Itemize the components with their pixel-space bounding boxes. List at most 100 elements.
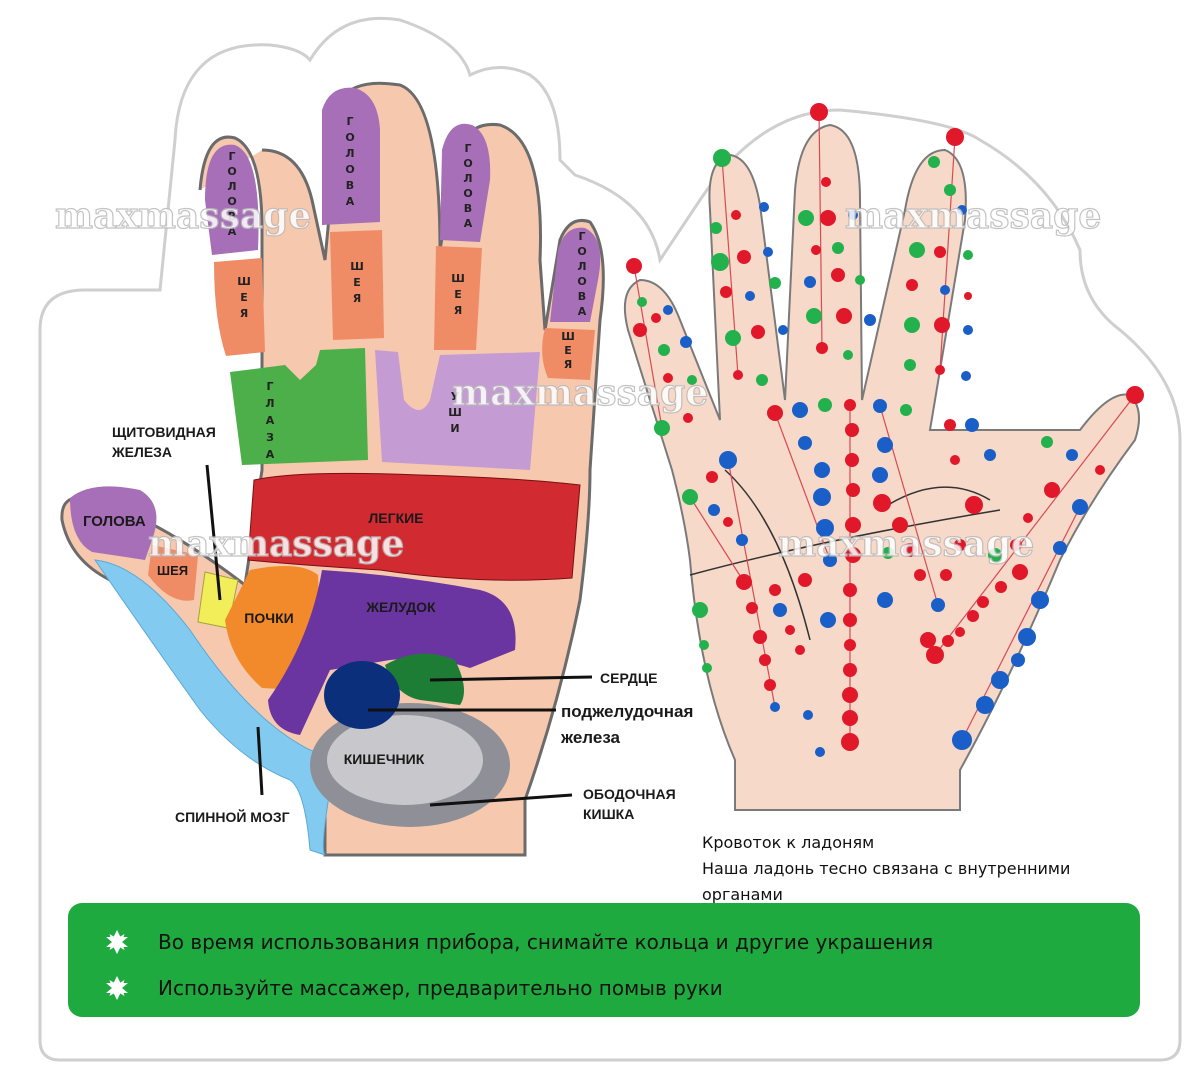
meridian-line bbox=[934, 394, 1136, 656]
colon-label-2: КИШКА bbox=[583, 806, 634, 822]
instruction-text: Во время использования прибора, снимайте… bbox=[158, 930, 934, 954]
acupoint-dot bbox=[942, 635, 954, 647]
watermark: maxmassage bbox=[778, 523, 1034, 565]
acupoint-dot bbox=[711, 253, 729, 271]
acupoint-dot bbox=[821, 177, 831, 187]
acupoint-dot bbox=[906, 279, 918, 291]
right-hand bbox=[624, 103, 1144, 811]
thyroid-label-1: ЩИТОВИДНАЯ bbox=[112, 424, 216, 440]
lungs-zone bbox=[247, 472, 581, 581]
stomach-label: ЖЕЛУДОК bbox=[365, 599, 436, 615]
acupoint-dot bbox=[804, 276, 816, 288]
acupoint-dot bbox=[736, 574, 752, 590]
acupoint-dot bbox=[957, 205, 967, 215]
acupoint-dot bbox=[846, 483, 860, 497]
acupoint-dot bbox=[965, 496, 983, 514]
acupoint-dot bbox=[683, 413, 693, 423]
acupoint-dot bbox=[877, 592, 893, 608]
acupoint-dot bbox=[844, 639, 856, 651]
acupoint-dot bbox=[751, 325, 765, 339]
acupoint-dot bbox=[892, 517, 908, 533]
acupoint-dot bbox=[803, 710, 813, 720]
acupoint-dot bbox=[836, 308, 852, 324]
acupoint-dot bbox=[1023, 513, 1033, 523]
acupoint-dot bbox=[843, 613, 857, 627]
palm-crease bbox=[879, 486, 991, 511]
acupoint-dot bbox=[769, 277, 781, 289]
left-hand: ГОЛОВА ШЕЯ ЛЕГКИЕ ПОЧКИ ЖЕЛУДОК КИШЕЧНИК… bbox=[60, 81, 693, 857]
acupoint-dot bbox=[731, 210, 741, 220]
ring-ears-zone bbox=[375, 350, 540, 470]
palm-crease bbox=[724, 469, 811, 641]
middle-head-zone bbox=[322, 87, 380, 225]
thumb-head-zone bbox=[70, 486, 157, 560]
acupoint-dot bbox=[823, 553, 837, 567]
acupoint-dot bbox=[763, 247, 773, 257]
meridian-line bbox=[633, 265, 663, 429]
acupoint-dot bbox=[940, 569, 952, 581]
acupoint-dot bbox=[785, 625, 795, 635]
acupoint-dot bbox=[816, 519, 834, 537]
acupoint-dot bbox=[967, 610, 979, 622]
acupoint-dot bbox=[845, 547, 861, 563]
acupoint-dot bbox=[719, 451, 737, 469]
acupoint-dot bbox=[909, 242, 925, 258]
thumb-neck-zone bbox=[148, 545, 198, 601]
middle-neck-zone bbox=[330, 230, 384, 340]
acupoint-dot bbox=[977, 596, 989, 608]
star-icon bbox=[106, 976, 128, 1000]
heart-zone bbox=[385, 653, 464, 705]
acupoint-dot bbox=[965, 418, 979, 432]
acupoint-dot bbox=[843, 583, 857, 597]
spine-label: СПИННОЙ МОЗГ bbox=[175, 808, 290, 825]
acupoint-dot bbox=[855, 275, 865, 285]
acupoint-dot bbox=[811, 245, 821, 255]
watermark: maxmassage bbox=[55, 195, 311, 237]
acupoint-dot bbox=[753, 630, 767, 644]
acupoint-dot bbox=[963, 250, 973, 260]
acupoint-dot bbox=[626, 258, 642, 274]
acupoint-dot bbox=[845, 453, 859, 467]
index-head-zone bbox=[205, 144, 259, 255]
acupoint-dot bbox=[663, 373, 673, 383]
acupoint-dot bbox=[1011, 653, 1025, 667]
acupoint-dot bbox=[682, 489, 698, 505]
acupoint-dot bbox=[725, 330, 741, 346]
acupoint-dot bbox=[944, 419, 956, 431]
little-neck-zone bbox=[542, 328, 595, 380]
acupoint-dot bbox=[976, 696, 994, 714]
acupoint-dot bbox=[818, 398, 832, 412]
acupoint-dot bbox=[687, 375, 697, 385]
acupoint-dot bbox=[737, 250, 751, 264]
acupoint-dot bbox=[773, 603, 787, 617]
acupoint-dot bbox=[680, 336, 692, 348]
intestine-zone bbox=[327, 715, 483, 805]
little-head-zone bbox=[550, 227, 601, 322]
acupoint-dot bbox=[903, 543, 917, 557]
instructions-banner: Во время использования прибора, снимайте… bbox=[68, 903, 1140, 1017]
acupoint-dot bbox=[900, 404, 912, 416]
acupoint-dot bbox=[736, 534, 748, 546]
acupoint-dot bbox=[920, 632, 936, 648]
lungs-label: ЛЕГКИЕ bbox=[368, 510, 423, 526]
stomach-zone bbox=[268, 570, 516, 735]
acupoint-dot bbox=[658, 344, 670, 356]
acupoint-dot bbox=[798, 436, 812, 450]
acupoint-dot bbox=[733, 370, 743, 380]
acupoint-dot bbox=[845, 423, 859, 437]
side-note: Кровоток к ладоням Наша ладонь тесно свя… bbox=[702, 830, 1122, 908]
acupoint-dot bbox=[984, 449, 996, 461]
acupoint-dot bbox=[720, 286, 732, 298]
acupoint-dot bbox=[813, 488, 831, 506]
acupoint-dot bbox=[914, 569, 926, 581]
acupoint-dot bbox=[944, 184, 956, 196]
acupoint-dot bbox=[708, 504, 720, 516]
acupoint-dot bbox=[767, 405, 783, 421]
watermark: maxmassage bbox=[452, 372, 708, 414]
acupoint-dot bbox=[873, 494, 891, 512]
